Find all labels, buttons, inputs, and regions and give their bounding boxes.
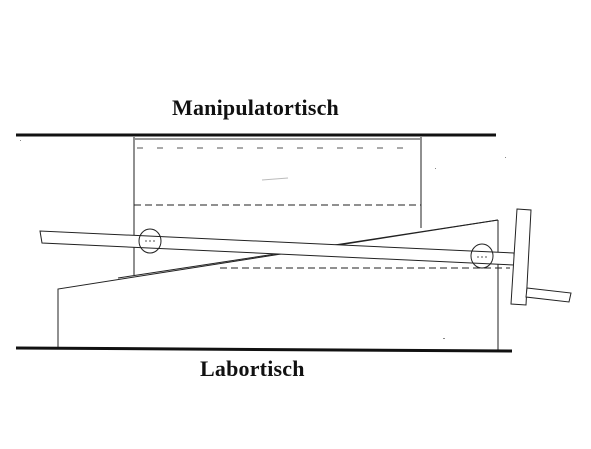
lab-table-line [15,346,513,353]
scan-noise [20,140,506,339]
adjustment-handle [510,208,572,306]
lab-table-label: Labortisch [200,356,305,381]
manipulator-table-label: Manipulatortisch [172,95,339,120]
upper-platform [133,137,422,235]
pivot-joint-right [470,243,494,269]
platform-smudge [261,177,289,181]
lever-arm [39,230,515,266]
lower-wedge [57,219,510,352]
pivot-joint-left [138,228,162,254]
